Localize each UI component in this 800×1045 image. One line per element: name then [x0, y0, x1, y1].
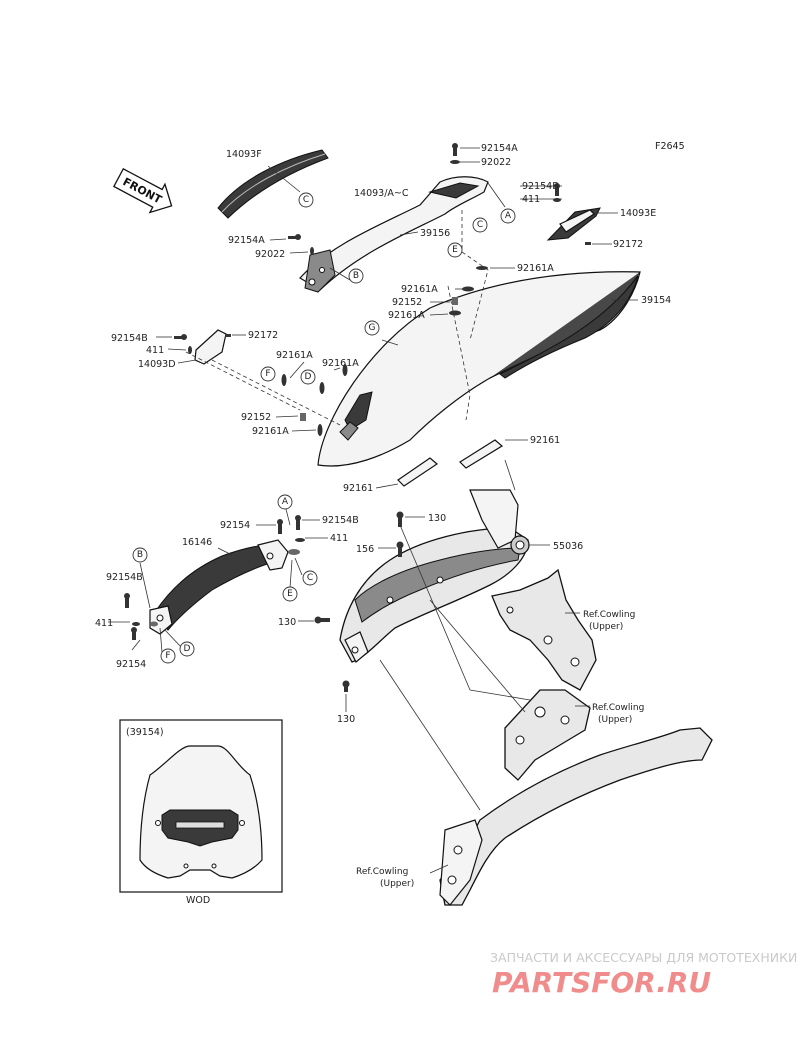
callout-e-bracket: E [282, 586, 298, 602]
label-92161a-m2: 92161A [322, 358, 359, 369]
leader-lines-upper [156, 147, 638, 489]
label-92161-right: 92161 [530, 435, 560, 446]
label-411-left: 411 [146, 345, 164, 356]
callout-a-top: A [500, 208, 516, 224]
label-92152-mid: 92152 [241, 412, 271, 423]
svg-text:D: D [184, 644, 191, 654]
label-130-bottom: 130 [337, 714, 355, 725]
label-92161a-m1: 92161A [276, 350, 313, 361]
callout-c-top: C [472, 217, 488, 233]
svg-text:C: C [303, 195, 309, 205]
label-92154-lower: 92154 [116, 659, 146, 670]
callout-d-bracket: D [179, 641, 195, 657]
label-92154b-right: 92154B [522, 181, 559, 192]
label-92154b-bracket: 92154B [322, 515, 359, 526]
svg-text:E: E [452, 245, 458, 255]
label-55036: 55036 [553, 541, 583, 552]
label-ref-cowling-1: Ref.Cowling [583, 610, 635, 620]
watermark-logo: PARTSFOR.RU [492, 966, 711, 999]
damper-92161-left [397, 457, 438, 487]
label-39156: 39156 [420, 228, 450, 239]
fasteners-bracket [124, 515, 305, 640]
label-130-mid: 130 [278, 617, 296, 628]
svg-text:A: A [282, 497, 289, 507]
label-92152-top: 92152 [392, 297, 422, 308]
label-ref-cowling-3-sub: (Upper) [380, 879, 414, 889]
leader-lines-frame [298, 516, 590, 874]
svg-text:E: E [287, 589, 293, 599]
damper-92161-right [459, 439, 504, 469]
part-labels: 92154A 92022 92154B 411 14093E 92172 140… [95, 143, 671, 889]
label-411-lower: 411 [95, 618, 113, 629]
bracket-16146 [154, 544, 281, 631]
svg-text:F: F [265, 369, 270, 379]
callout-a-bracket: A [277, 494, 293, 510]
watermark-line1: ЗАПЧАСТИ И АКСЕССУАРЫ ДЛЯ МОТОТЕХНИКИ [490, 950, 797, 965]
label-92172-right: 92172 [613, 239, 643, 250]
windshield-39154 [317, 271, 641, 467]
svg-text:B: B [137, 550, 143, 560]
svg-text:A: A [505, 211, 512, 221]
label-ref-cowling-3: Ref.Cowling [356, 867, 408, 877]
label-92154b-lower: 92154B [106, 572, 143, 583]
svg-text:F: F [165, 651, 170, 661]
label-92172-left: 92172 [248, 330, 278, 341]
assembly-lines-lower [379, 459, 531, 811]
fasteners-frame [314, 511, 404, 692]
cover-14093f [217, 149, 329, 219]
inset-caption: WOD [186, 895, 210, 906]
callout-f-bracket: F [160, 648, 176, 664]
label-ref-cowling-2: Ref.Cowling [592, 703, 644, 713]
bracket-14093ac [299, 176, 489, 291]
label-92154-bracket: 92154 [220, 520, 250, 531]
callout-d-top: D [300, 369, 316, 385]
callout-e-top: E [447, 242, 463, 258]
callout-f-top: F [260, 366, 276, 382]
label-16146: 16146 [182, 537, 212, 548]
label-92161a-right: 92161A [517, 263, 554, 274]
label-14093ac: 14093/A~C [354, 188, 409, 199]
svg-text:D: D [305, 372, 312, 382]
label-156: 156 [356, 544, 374, 555]
label-92154a-left: 92154A [228, 235, 265, 246]
label-92154a-top: 92154A [481, 143, 518, 154]
label-14093f: 14093F [226, 149, 262, 160]
label-92022-left: 92022 [255, 249, 285, 260]
label-39154: 39154 [641, 295, 671, 306]
callout-c-bracket: C [302, 570, 318, 586]
svg-text:G: G [369, 323, 376, 333]
label-92161-left: 92161 [343, 483, 373, 494]
label-92161a-m3: 92161A [252, 426, 289, 437]
figure-code: F2645 [655, 141, 685, 152]
subframe [439, 727, 713, 906]
watermark: ЗАПЧАСТИ И АКСЕССУАРЫ ДЛЯ МОТОТЕХНИКИ PA… [490, 950, 797, 999]
fasteners-upper [174, 143, 591, 436]
label-92161a-l2: 92161A [388, 310, 425, 321]
svg-text:B: B [353, 271, 359, 281]
inset-box: (39154) WOD [119, 719, 283, 906]
callout-g: G [364, 320, 380, 336]
label-92154b-left: 92154B [111, 333, 148, 344]
cowling-bracket-upper [491, 568, 597, 691]
svg-text:C: C [477, 220, 483, 230]
label-14093e: 14093E [620, 208, 656, 219]
label-ref-cowling-2-sub: (Upper) [598, 715, 632, 725]
callout-b-top: B [348, 268, 364, 284]
front-direction-arrow: FRONT [113, 167, 173, 214]
label-ref-cowling-1-sub: (Upper) [589, 622, 623, 632]
label-92161a-l1: 92161A [401, 284, 438, 295]
callout-b-bracket: B [132, 547, 148, 563]
inset-title: (39154) [126, 727, 164, 738]
callout-c-cover: C [298, 192, 314, 208]
label-92022-top: 92022 [481, 157, 511, 168]
label-130-top: 130 [428, 513, 446, 524]
label-14093d: 14093D [138, 359, 176, 370]
label-411-right: 411 [522, 194, 540, 205]
svg-text:C: C [307, 573, 313, 583]
label-411-bracket: 411 [330, 533, 348, 544]
